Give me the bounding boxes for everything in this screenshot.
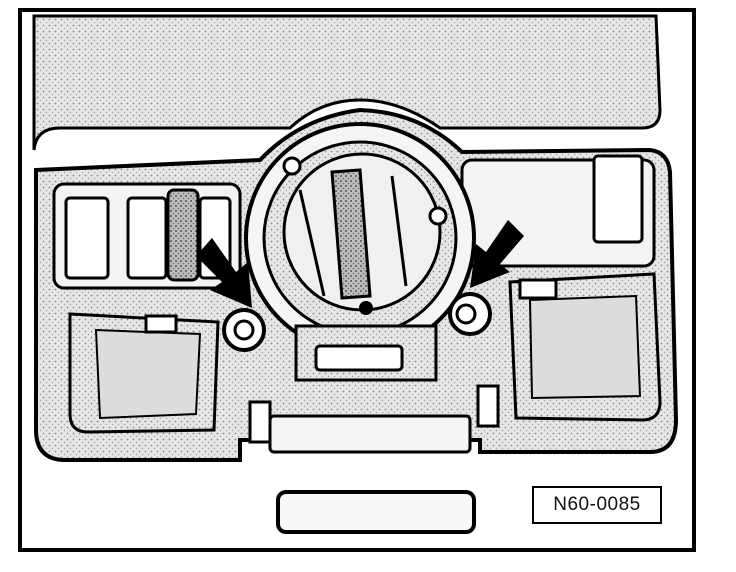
left-switch-2 <box>126 196 168 280</box>
arrow-left-icon <box>196 238 252 308</box>
figure-reference-label: N60-0085 <box>532 486 662 524</box>
dial-screw-right <box>428 206 448 226</box>
grab-handle <box>276 490 476 534</box>
left-switch-1 <box>64 196 110 280</box>
dial-knob-grip <box>330 168 372 300</box>
dial-screw-bottom <box>359 301 373 315</box>
headliner-panel <box>32 14 662 151</box>
arrow-right-icon <box>470 220 524 288</box>
left-lamp-clip <box>144 314 178 334</box>
right-lamp-clip <box>518 278 558 300</box>
right-switch-1 <box>592 154 644 244</box>
dial-screw-left <box>282 156 302 176</box>
bulb-holder <box>314 344 404 372</box>
lower-cover-strip <box>268 414 472 454</box>
left-switch-3 <box>166 188 200 282</box>
